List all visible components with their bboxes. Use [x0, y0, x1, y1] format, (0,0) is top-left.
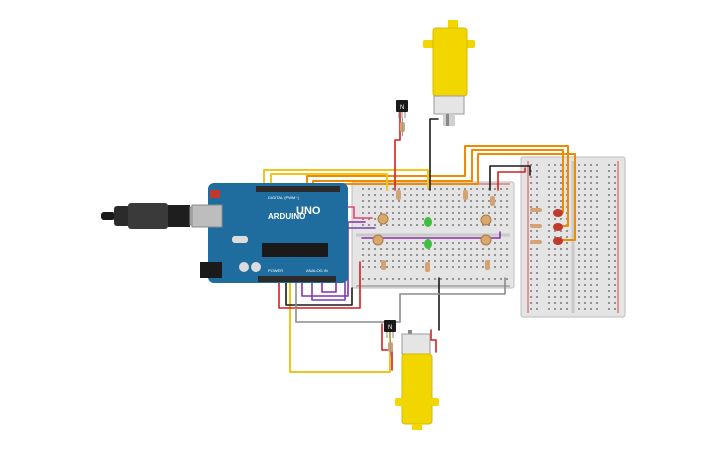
leds	[424, 209, 563, 249]
wire-black	[489, 165, 531, 191]
power-jack	[200, 262, 222, 278]
arduino-model-label: UNO	[296, 205, 321, 217]
dc-motor-bottom[interactable]	[395, 330, 439, 430]
photoresistor-icon	[480, 234, 492, 246]
npn-transistor-icon	[384, 320, 396, 338]
resistor-icon	[463, 190, 468, 200]
arduino-uno[interactable]: ARDUINO UNO DIGITAL (PWM~) POWER ANALOG …	[191, 183, 348, 283]
wire-orange	[306, 145, 569, 227]
wire-red	[381, 323, 393, 371]
wire-red	[497, 167, 526, 191]
usb-port	[191, 204, 223, 228]
wire-red	[394, 105, 401, 191]
wire-black	[429, 118, 439, 191]
wire-yellow	[263, 169, 429, 189]
dc-motor-icon	[395, 330, 439, 430]
wire-red	[430, 329, 437, 353]
breadboard-small[interactable]	[520, 156, 626, 318]
resistor-icon	[425, 262, 430, 272]
reset-button	[210, 190, 220, 198]
wire-gray	[295, 277, 506, 323]
transistor-bottom[interactable]: N	[384, 320, 396, 338]
resistor-icon	[388, 338, 393, 356]
resistor-icon	[396, 190, 401, 200]
resistor-icon	[381, 260, 386, 270]
wire-purple	[361, 231, 501, 239]
led-icon	[424, 239, 432, 249]
transistor-top[interactable]: N	[396, 100, 408, 118]
arduino-brand-label: ARDUINO	[268, 212, 305, 221]
wire-red	[278, 261, 361, 309]
resistor-icon	[490, 196, 495, 206]
led-icon	[553, 209, 563, 217]
wire-orange	[312, 149, 564, 213]
npn-transistor-icon	[396, 100, 408, 118]
wire-purple	[311, 227, 376, 301]
digital-header	[256, 186, 340, 192]
power-label: POWER	[268, 268, 283, 273]
photoresistor-icon	[480, 214, 492, 226]
transistor-bottom-label: N	[388, 325, 392, 331]
wire-yellow	[270, 173, 388, 191]
capacitor	[239, 262, 249, 272]
capacitor	[251, 262, 261, 272]
atmega-chip	[262, 243, 328, 257]
resistor-icon	[530, 224, 542, 228]
photoresistor-icon	[372, 234, 384, 246]
resistor-icon	[485, 260, 490, 270]
power-analog-header	[258, 276, 336, 282]
resistor-icon	[400, 118, 405, 136]
led-icon	[553, 223, 563, 231]
digital-header-label: DIGITAL (PWM~)	[268, 195, 300, 200]
wire-purple	[301, 221, 366, 297]
dc-motor-top[interactable]	[423, 20, 475, 126]
analog-label: ANALOG IN	[306, 268, 328, 273]
led-icon	[553, 237, 563, 245]
dc-motor-icon	[423, 20, 475, 126]
crystal	[232, 236, 248, 243]
wire-black	[285, 281, 353, 306]
led-icon	[424, 217, 432, 227]
photoresistors	[372, 213, 492, 246]
resistor-icon	[530, 240, 542, 244]
photoresistor-icon	[377, 213, 389, 225]
resistor-icon	[530, 208, 542, 212]
transistor-top-label: N	[400, 105, 404, 111]
resistors	[381, 118, 542, 356]
